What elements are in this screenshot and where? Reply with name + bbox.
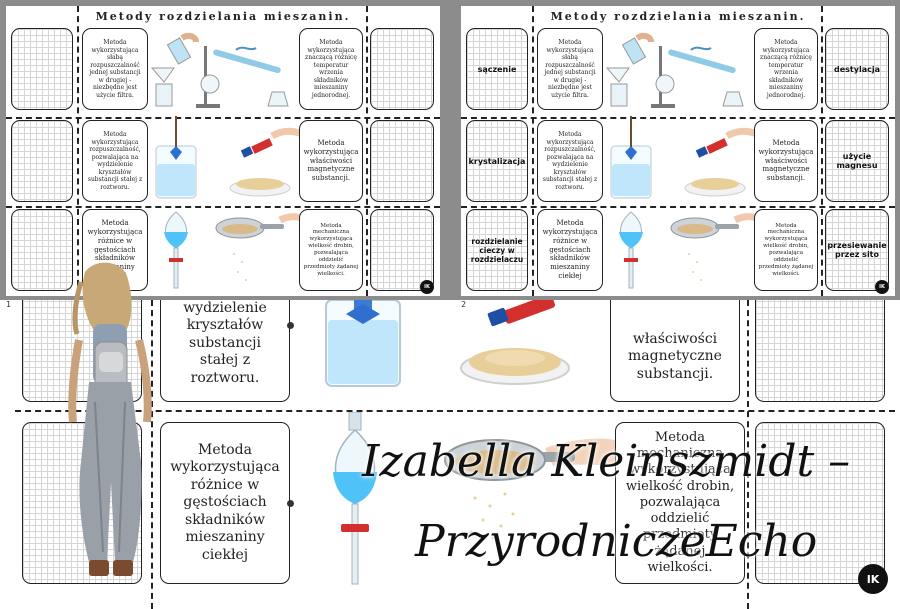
answer-box[interactable] — [370, 209, 434, 291]
desc-text: Metoda wykorzystująca rozpuszczalność, p… — [87, 131, 143, 191]
answer-box-filled[interactable]: destylacja — [825, 28, 889, 110]
answer-box[interactable] — [11, 28, 73, 110]
zoom-col-divider-right — [747, 300, 749, 609]
zoom-col-divider-left — [151, 300, 153, 609]
desc-box: Metoda wykorzystująca różnice w gęstości… — [537, 209, 603, 291]
woman-with-backpack-illustration — [68, 262, 152, 576]
desc-text: Metoda wykorzystująca słabą rozpuszczaln… — [89, 39, 141, 99]
zoom-answer-box-bottom-right[interactable] — [755, 422, 885, 584]
slide-title: Metody rozdzielania mieszanin. — [95, 10, 351, 23]
desc-box: Metoda mechaniczna wykorzystująca wielko… — [299, 209, 363, 291]
answer-box[interactable] — [370, 120, 434, 202]
zoomed-slide: pozwalająca na wydzielenie kryształów su… — [0, 300, 900, 609]
desc-box: Metoda wykorzystująca właściwości magnet… — [299, 120, 363, 202]
ik-badge-text: IK — [879, 284, 885, 290]
ik-badge: IK — [875, 280, 889, 294]
answer-box-filled[interactable]: krystalizacja — [466, 120, 528, 202]
zoom-desc-bottom-right: Metoda mechaniczna wykorzystująca wielko… — [615, 422, 745, 584]
filtration-distillation-illustration — [605, 32, 744, 108]
desc-text: Metoda mechaniczna wykorzystująca wielko… — [303, 222, 359, 277]
answer-box-filled[interactable]: użycie magnesu — [825, 120, 889, 202]
sieve-illustration — [444, 438, 623, 540]
zoom-row-divider — [15, 410, 895, 412]
funnel-sieve-illustration — [164, 211, 302, 289]
funnel-sieve-illustration — [619, 211, 757, 289]
col-divider — [366, 6, 368, 296]
answer-text: przesiewanie przez sito — [827, 241, 887, 259]
row-divider — [6, 117, 440, 119]
zoom-dot — [287, 500, 294, 507]
answer-text: użycie magnesu — [836, 152, 878, 170]
zoom-desc-bottom-left-text: Metoda wykorzystująca różnice w gęstości… — [170, 441, 280, 563]
desc-box: Metoda wykorzystująca znaczącą różnicę t… — [299, 28, 363, 110]
zoom-answer-box-top-right[interactable] — [755, 300, 885, 402]
answer-box[interactable] — [11, 120, 73, 202]
zoom-desc-bottom-left: Metoda wykorzystująca różnice w gęstości… — [160, 422, 290, 584]
desc-box: Metoda wykorzystująca rozpuszczalność, p… — [82, 120, 148, 202]
row-divider — [461, 117, 895, 119]
watermark-line-1: Izabella Kleinszmidt – — [362, 436, 851, 487]
desc-text: Metoda wykorzystująca znaczącą różnicę t… — [760, 39, 812, 99]
zoom-desc-top-left: pozwalająca na wydzielenie kryształów su… — [160, 300, 290, 402]
slide-number: 1 — [6, 300, 12, 309]
slide-thumbnail-1[interactable]: Metody rozdzielania mieszanin. Metoda wy… — [6, 6, 440, 296]
zoom-dot — [287, 322, 294, 329]
slide-title: Metody rozdzielania mieszanin. — [550, 10, 806, 23]
desc-text: Metoda wykorzystująca różnice w gęstości… — [542, 219, 598, 280]
desc-box: Metoda wykorzystująca słabą rozpuszczaln… — [82, 28, 148, 110]
col-divider — [532, 6, 534, 296]
desc-text: Metoda wykorzystująca rozpuszczalność, p… — [542, 131, 598, 191]
zoom-ik-badge-text: IK — [866, 572, 880, 586]
desc-text: Metoda wykorzystująca słabą rozpuszczaln… — [544, 39, 596, 99]
slide-number: 2 — [461, 300, 467, 309]
answer-text: destylacja — [834, 64, 880, 74]
answer-box[interactable] — [11, 209, 73, 291]
answer-box[interactable] — [370, 28, 434, 110]
zoom-desc-top-right: właściwości magnetyczne substancji. — [610, 300, 740, 402]
answer-text: krystalizacja — [468, 156, 526, 166]
zoom-desc-bottom-right-text: Metoda mechaniczna wykorzystująca wielko… — [625, 429, 735, 575]
col-divider — [821, 6, 823, 296]
desc-text: Metoda wykorzystująca właściwości magnet… — [303, 139, 359, 183]
crystallization-magnet-illustration — [610, 116, 757, 199]
beaker-illustration — [325, 300, 401, 387]
ik-badge: IK — [420, 280, 434, 294]
answer-text: sączenie — [477, 64, 517, 74]
zoom-ik-badge: IK — [858, 564, 888, 594]
watermark-line-2: PrzyrodniczeEcho — [415, 516, 818, 567]
slide-thumbnail-2[interactable]: Metody rozdzielania mieszanin. sączenie … — [461, 6, 895, 296]
crystallization-magnet-illustration — [155, 116, 302, 199]
desc-box: Metoda wykorzystująca znaczącą różnicę t… — [754, 28, 818, 110]
magnet-sand-illustration — [460, 300, 570, 385]
answer-text: rozdzielanie cieczy w rozdzielaczu — [470, 236, 524, 264]
desc-box: Metoda wykorzystująca słabą rozpuszczaln… — [537, 28, 603, 110]
desc-box: Metoda wykorzystująca właściwości magnet… — [754, 120, 818, 202]
filtration-distillation-illustration — [150, 32, 289, 108]
answer-box-filled[interactable]: przesiewanie przez sito — [825, 209, 889, 291]
desc-box: Metoda mechaniczna wykorzystująca wielko… — [754, 209, 818, 291]
desc-box: Metoda wykorzystująca rozpuszczalność, p… — [537, 120, 603, 202]
zoom-desc-top-left-text: pozwalająca na wydzielenie kryształów su… — [183, 300, 267, 386]
row-divider — [461, 206, 895, 208]
desc-text: Metoda wykorzystująca właściwości magnet… — [758, 139, 814, 183]
separatory-funnel-illustration — [333, 412, 377, 585]
answer-box-filled[interactable]: rozdzielanie cieczy w rozdzielaczu — [466, 209, 528, 291]
answer-box-filled[interactable]: sączenie — [466, 28, 528, 110]
zoom-desc-top-right-text: właściwości magnetyczne substancji. — [628, 330, 722, 382]
row-divider — [6, 206, 440, 208]
desc-text: Metoda mechaniczna wykorzystująca wielko… — [758, 222, 814, 277]
ik-badge-text: IK — [424, 284, 430, 290]
col-divider — [77, 6, 79, 296]
desc-text: Metoda wykorzystująca znaczącą różnicę t… — [305, 39, 357, 99]
